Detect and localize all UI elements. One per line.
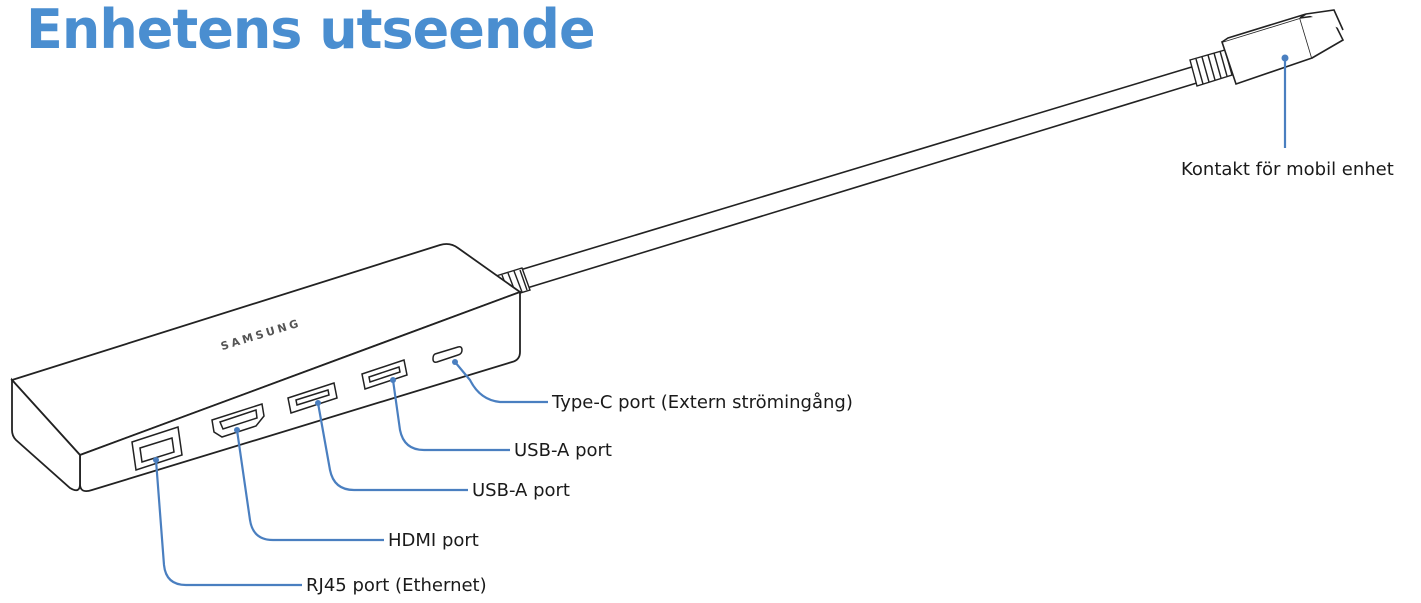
leader-typec	[454, 361, 548, 404]
usb-a-port-2	[361, 359, 408, 390]
label-rj45-port: RJ45 port (Ethernet)	[306, 575, 487, 596]
leader-usba-2	[316, 402, 468, 492]
label-usb-a-port-2: USB-A port	[472, 480, 570, 501]
label-hdmi-port: HDMI port	[388, 530, 479, 551]
label-usb-a-port-1: USB-A port	[514, 440, 612, 461]
leader-usba-1	[391, 379, 510, 452]
page-title: Enhetens utseende	[26, 0, 596, 61]
rj45-port	[131, 426, 183, 471]
hub-body	[10, 243, 522, 493]
usb-c-connector	[1220, 9, 1345, 86]
leader-dots	[153, 54, 1289, 463]
leader-hdmi	[235, 429, 384, 542]
leader-lines	[154, 58, 1287, 587]
label-type-c-port: Type-C port (Extern strömingång)	[552, 392, 853, 413]
label-connector: Kontakt för mobil enhet	[1181, 159, 1394, 180]
usb-a-port-1	[287, 382, 338, 414]
cable	[519, 65, 1201, 289]
leader-rj45	[154, 459, 302, 587]
hdmi-port	[211, 403, 265, 438]
connector-strain-relief	[1189, 49, 1233, 87]
type-c-port	[432, 346, 463, 363]
